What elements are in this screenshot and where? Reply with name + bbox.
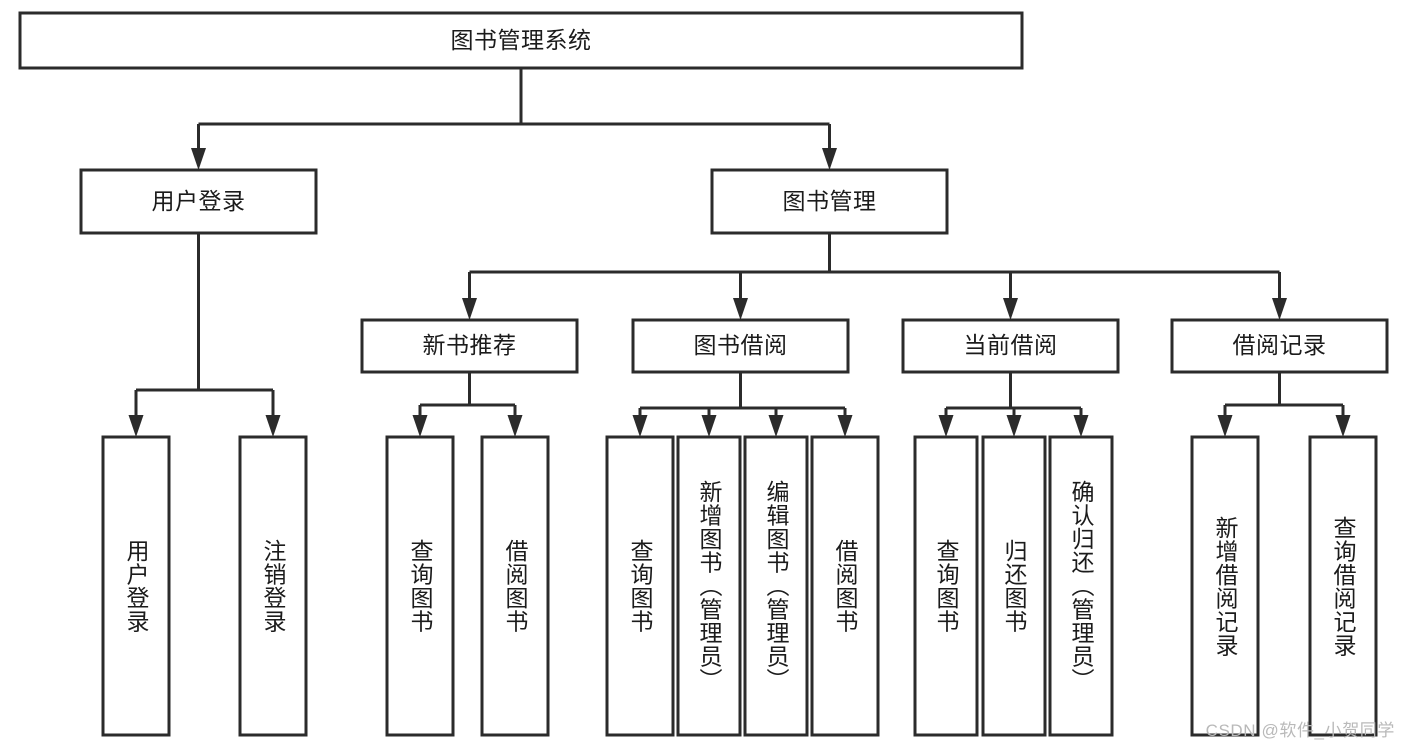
- node-label-leaf-edit-book: 编辑图书（管理员）: [763, 480, 790, 692]
- node-box-leaf-logout[interactable]: [238, 435, 308, 737]
- node-label-leaf-add-record: 新增借阅记录: [1212, 515, 1239, 657]
- arrow-head-icon: [837, 415, 853, 437]
- connector-lines: [128, 68, 1351, 437]
- node-label-leaf-query-record: 查询借阅记录: [1330, 515, 1357, 657]
- node-box-leaf-add-record[interactable]: [1190, 435, 1260, 737]
- node-box-book-borrow[interactable]: [631, 318, 850, 374]
- node-box-leaf-borrow-book-2[interactable]: [810, 435, 880, 737]
- arrow-head-icon: [1073, 415, 1089, 437]
- node-box-leaf-query-book-1[interactable]: [385, 435, 455, 737]
- arrow-head-icon: [632, 415, 648, 437]
- node-label-leaf-borrow-book-1: 借阅图书: [502, 539, 529, 633]
- node-label-leaf-return-book: 归还图书: [1001, 539, 1028, 633]
- node-box-leaf-query-book-3[interactable]: [913, 435, 979, 737]
- node-box-leaf-edit-book[interactable]: [743, 435, 809, 737]
- watermark-text: CSDN @软件_小贺同学: [1205, 721, 1395, 740]
- node-label-root: 图书管理系统: [450, 26, 592, 53]
- node-label-book-borrow: 图书借阅: [693, 332, 788, 359]
- node-box-leaf-user-login[interactable]: [101, 435, 171, 737]
- arrow-head-icon: [768, 415, 784, 437]
- arrow-head-icon: [191, 148, 206, 170]
- arrow-head-icon: [1003, 298, 1018, 320]
- arrow-head-icon: [412, 415, 428, 437]
- node-label-user-login: 用户登录: [151, 187, 246, 214]
- node-label-leaf-borrow-book-2: 借阅图书: [832, 539, 859, 633]
- node-box-current-borrow[interactable]: [901, 318, 1120, 374]
- node-label-leaf-query-book-2: 查询图书: [627, 539, 654, 633]
- node-box-root[interactable]: [18, 11, 1024, 70]
- node-box-leaf-query-record[interactable]: [1308, 435, 1378, 737]
- arrow-head-icon: [1335, 415, 1351, 437]
- arrow-head-icon: [733, 298, 748, 320]
- node-box-user-login[interactable]: [79, 168, 318, 235]
- arrow-head-icon: [265, 415, 281, 437]
- arrow-head-icon: [1272, 298, 1287, 320]
- node-label-book-management: 图书管理: [782, 187, 877, 214]
- arrow-head-icon: [507, 415, 523, 437]
- arrow-head-icon: [822, 148, 837, 170]
- arrow-head-icon: [128, 415, 144, 437]
- node-box-leaf-query-book-2[interactable]: [605, 435, 675, 737]
- node-label-leaf-user-login: 用户登录: [123, 539, 150, 633]
- node-label-leaf-query-book-1: 查询图书: [407, 539, 434, 633]
- arrow-head-icon: [938, 415, 954, 437]
- node-label-borrow-records: 借阅记录: [1232, 332, 1327, 359]
- node-box-leaf-return-book[interactable]: [981, 435, 1047, 737]
- node-label-leaf-logout: 注销登录: [260, 539, 287, 633]
- node-box-borrow-records[interactable]: [1170, 318, 1389, 374]
- arrow-head-icon: [1006, 415, 1022, 437]
- node-label-leaf-query-book-3: 查询图书: [933, 539, 960, 633]
- arrow-head-icon: [462, 298, 477, 320]
- node-box-book-management[interactable]: [710, 168, 949, 235]
- node-box-leaf-confirm-return[interactable]: [1048, 435, 1114, 737]
- node-box-leaf-borrow-book-1[interactable]: [480, 435, 550, 737]
- node-boxes: [18, 11, 1389, 737]
- node-label-new-book-recommend: 新书推荐: [422, 332, 517, 359]
- node-box-leaf-add-book[interactable]: [676, 435, 742, 737]
- arrow-head-icon: [1217, 415, 1233, 437]
- node-label-leaf-confirm-return: 确认归还（管理员）: [1068, 480, 1095, 692]
- node-label-leaf-add-book: 新增图书（管理员）: [696, 480, 723, 692]
- node-label-current-borrow: 当前借阅: [963, 332, 1058, 359]
- arrow-head-icon: [701, 415, 717, 437]
- node-box-new-book-recommend[interactable]: [360, 318, 579, 374]
